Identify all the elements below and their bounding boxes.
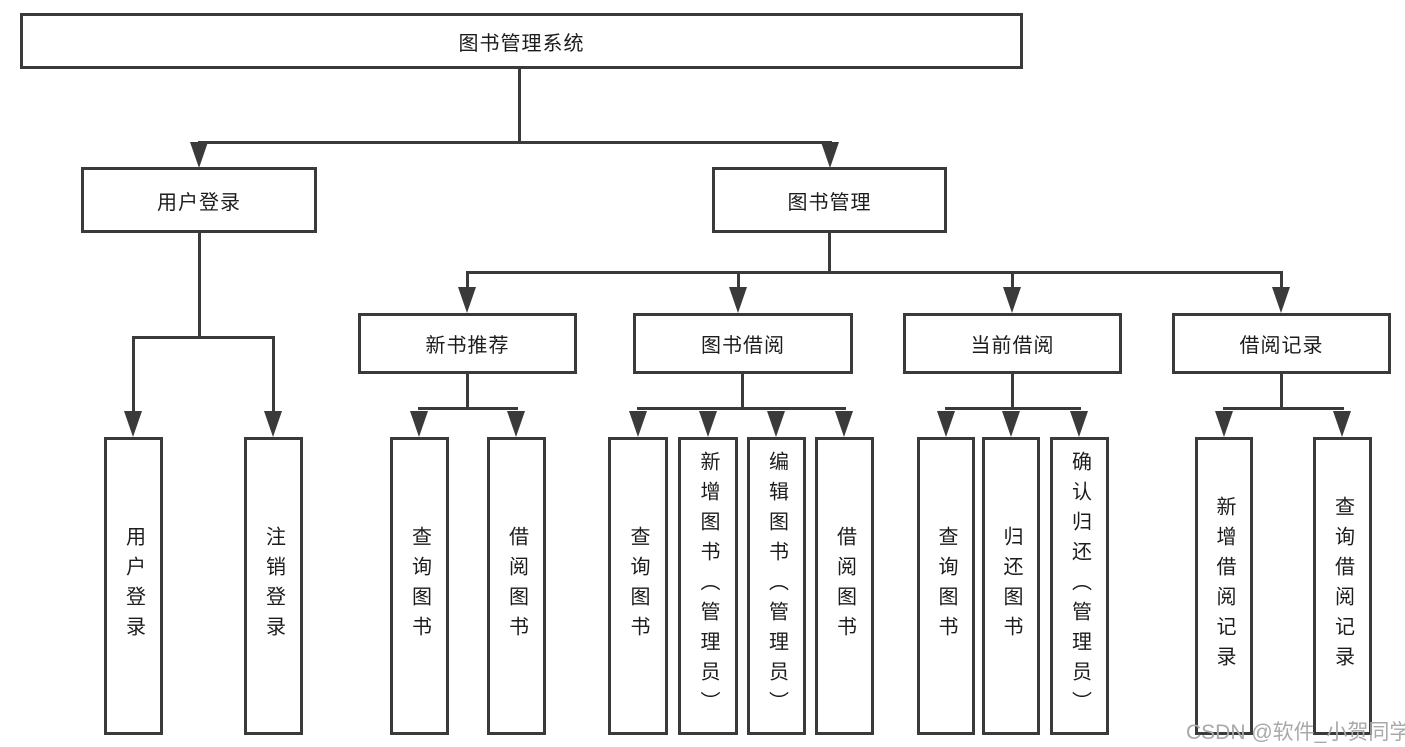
connector-line (418, 407, 518, 410)
node-book-management: 图书管理 (712, 167, 947, 233)
connector-line (1280, 271, 1283, 290)
leaf-query-books-recommend: 查询图书 (390, 437, 449, 735)
arrowhead-icon (190, 142, 208, 168)
arrowhead-icon (1003, 287, 1021, 313)
arrowhead-icon (767, 411, 785, 437)
leaf-user-login: 用户登录 (104, 437, 163, 735)
connector-line (132, 336, 135, 413)
node-borrowing-records: 借阅记录 (1172, 313, 1391, 374)
connector-line (1223, 407, 1344, 410)
connector-line (1280, 374, 1283, 410)
connector-line (945, 407, 1081, 410)
leaf-query-books-borrowing: 查询图书 (608, 437, 668, 735)
arrowhead-icon (1272, 287, 1290, 313)
leaf-add-books-admin: 新增图书（管理员） (678, 437, 738, 735)
arrowhead-icon (729, 287, 747, 313)
leaf-borrow-books-recommend: 借阅图书 (487, 437, 546, 735)
connector-line (741, 374, 744, 410)
leaf-return-books: 归还图书 (982, 437, 1040, 735)
node-current-borrowing: 当前借阅 (903, 313, 1122, 374)
arrowhead-icon (1215, 411, 1233, 437)
connector-line (198, 141, 832, 144)
connector-line (272, 336, 275, 413)
arrowhead-icon (124, 411, 142, 437)
connector-line (637, 407, 846, 410)
leaf-logout: 注销登录 (244, 437, 303, 735)
connector-line (1011, 374, 1014, 410)
arrowhead-icon (835, 411, 853, 437)
connector-line (466, 271, 469, 290)
leaf-confirm-return-admin: 确认归还（管理员） (1050, 437, 1109, 735)
arrowhead-icon (699, 411, 717, 437)
arrowhead-icon (410, 411, 428, 437)
arrowhead-icon (629, 411, 647, 437)
leaf-borrow-books-borrowing: 借阅图书 (815, 437, 874, 735)
node-library-management-system: 图书管理系统 (20, 13, 1023, 69)
arrowhead-icon (937, 411, 955, 437)
node-new-book-recommend: 新书推荐 (358, 313, 577, 374)
leaf-query-books-current: 查询图书 (917, 437, 975, 735)
connector-line (737, 271, 740, 290)
arrowhead-icon (264, 411, 282, 437)
connector-line (1011, 271, 1014, 290)
leaf-add-borrow-record: 新增借阅记录 (1195, 437, 1253, 735)
arrowhead-icon (507, 411, 525, 437)
connector-line (466, 271, 1283, 274)
node-book-borrowing: 图书借阅 (633, 313, 853, 374)
arrowhead-icon (1333, 411, 1351, 437)
leaf-edit-books-admin: 编辑图书（管理员） (747, 437, 806, 735)
connector-line (828, 233, 831, 273)
node-user-login: 用户登录 (81, 167, 317, 233)
arrowhead-icon (1070, 411, 1088, 437)
leaf-query-borrow-record: 查询借阅记录 (1313, 437, 1372, 735)
connector-line (132, 336, 275, 339)
arrowhead-icon (458, 287, 476, 313)
csdn-watermark: CSDN @软件_小贺同学 (1186, 721, 1405, 744)
connector-line (198, 233, 201, 338)
arrowhead-icon (1002, 411, 1020, 437)
arrowhead-icon (821, 142, 839, 168)
connector-line (518, 69, 521, 143)
connector-line (466, 374, 469, 410)
